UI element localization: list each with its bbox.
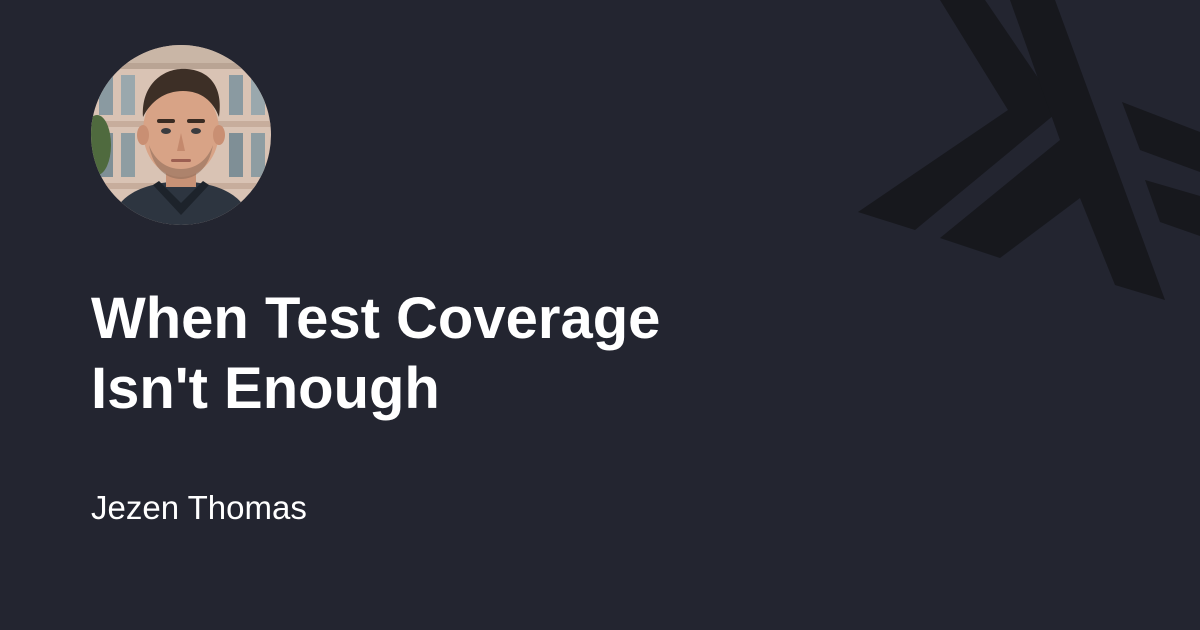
logo-bar-bottom (1145, 180, 1200, 236)
post-title-line-2: Isn't Enough (91, 356, 440, 421)
author-name: Jezen Thomas (91, 489, 307, 526)
logo-bar-top (1122, 102, 1200, 172)
logo-chevron-left (858, 0, 1060, 230)
post-title-line-1: When Test Coverage (91, 286, 661, 351)
haskell-logo-icon (858, 0, 1200, 300)
author-avatar (91, 45, 271, 225)
logo-lambda (940, 0, 1165, 300)
post-title: When Test Coverage Isn't Enough (91, 284, 851, 424)
